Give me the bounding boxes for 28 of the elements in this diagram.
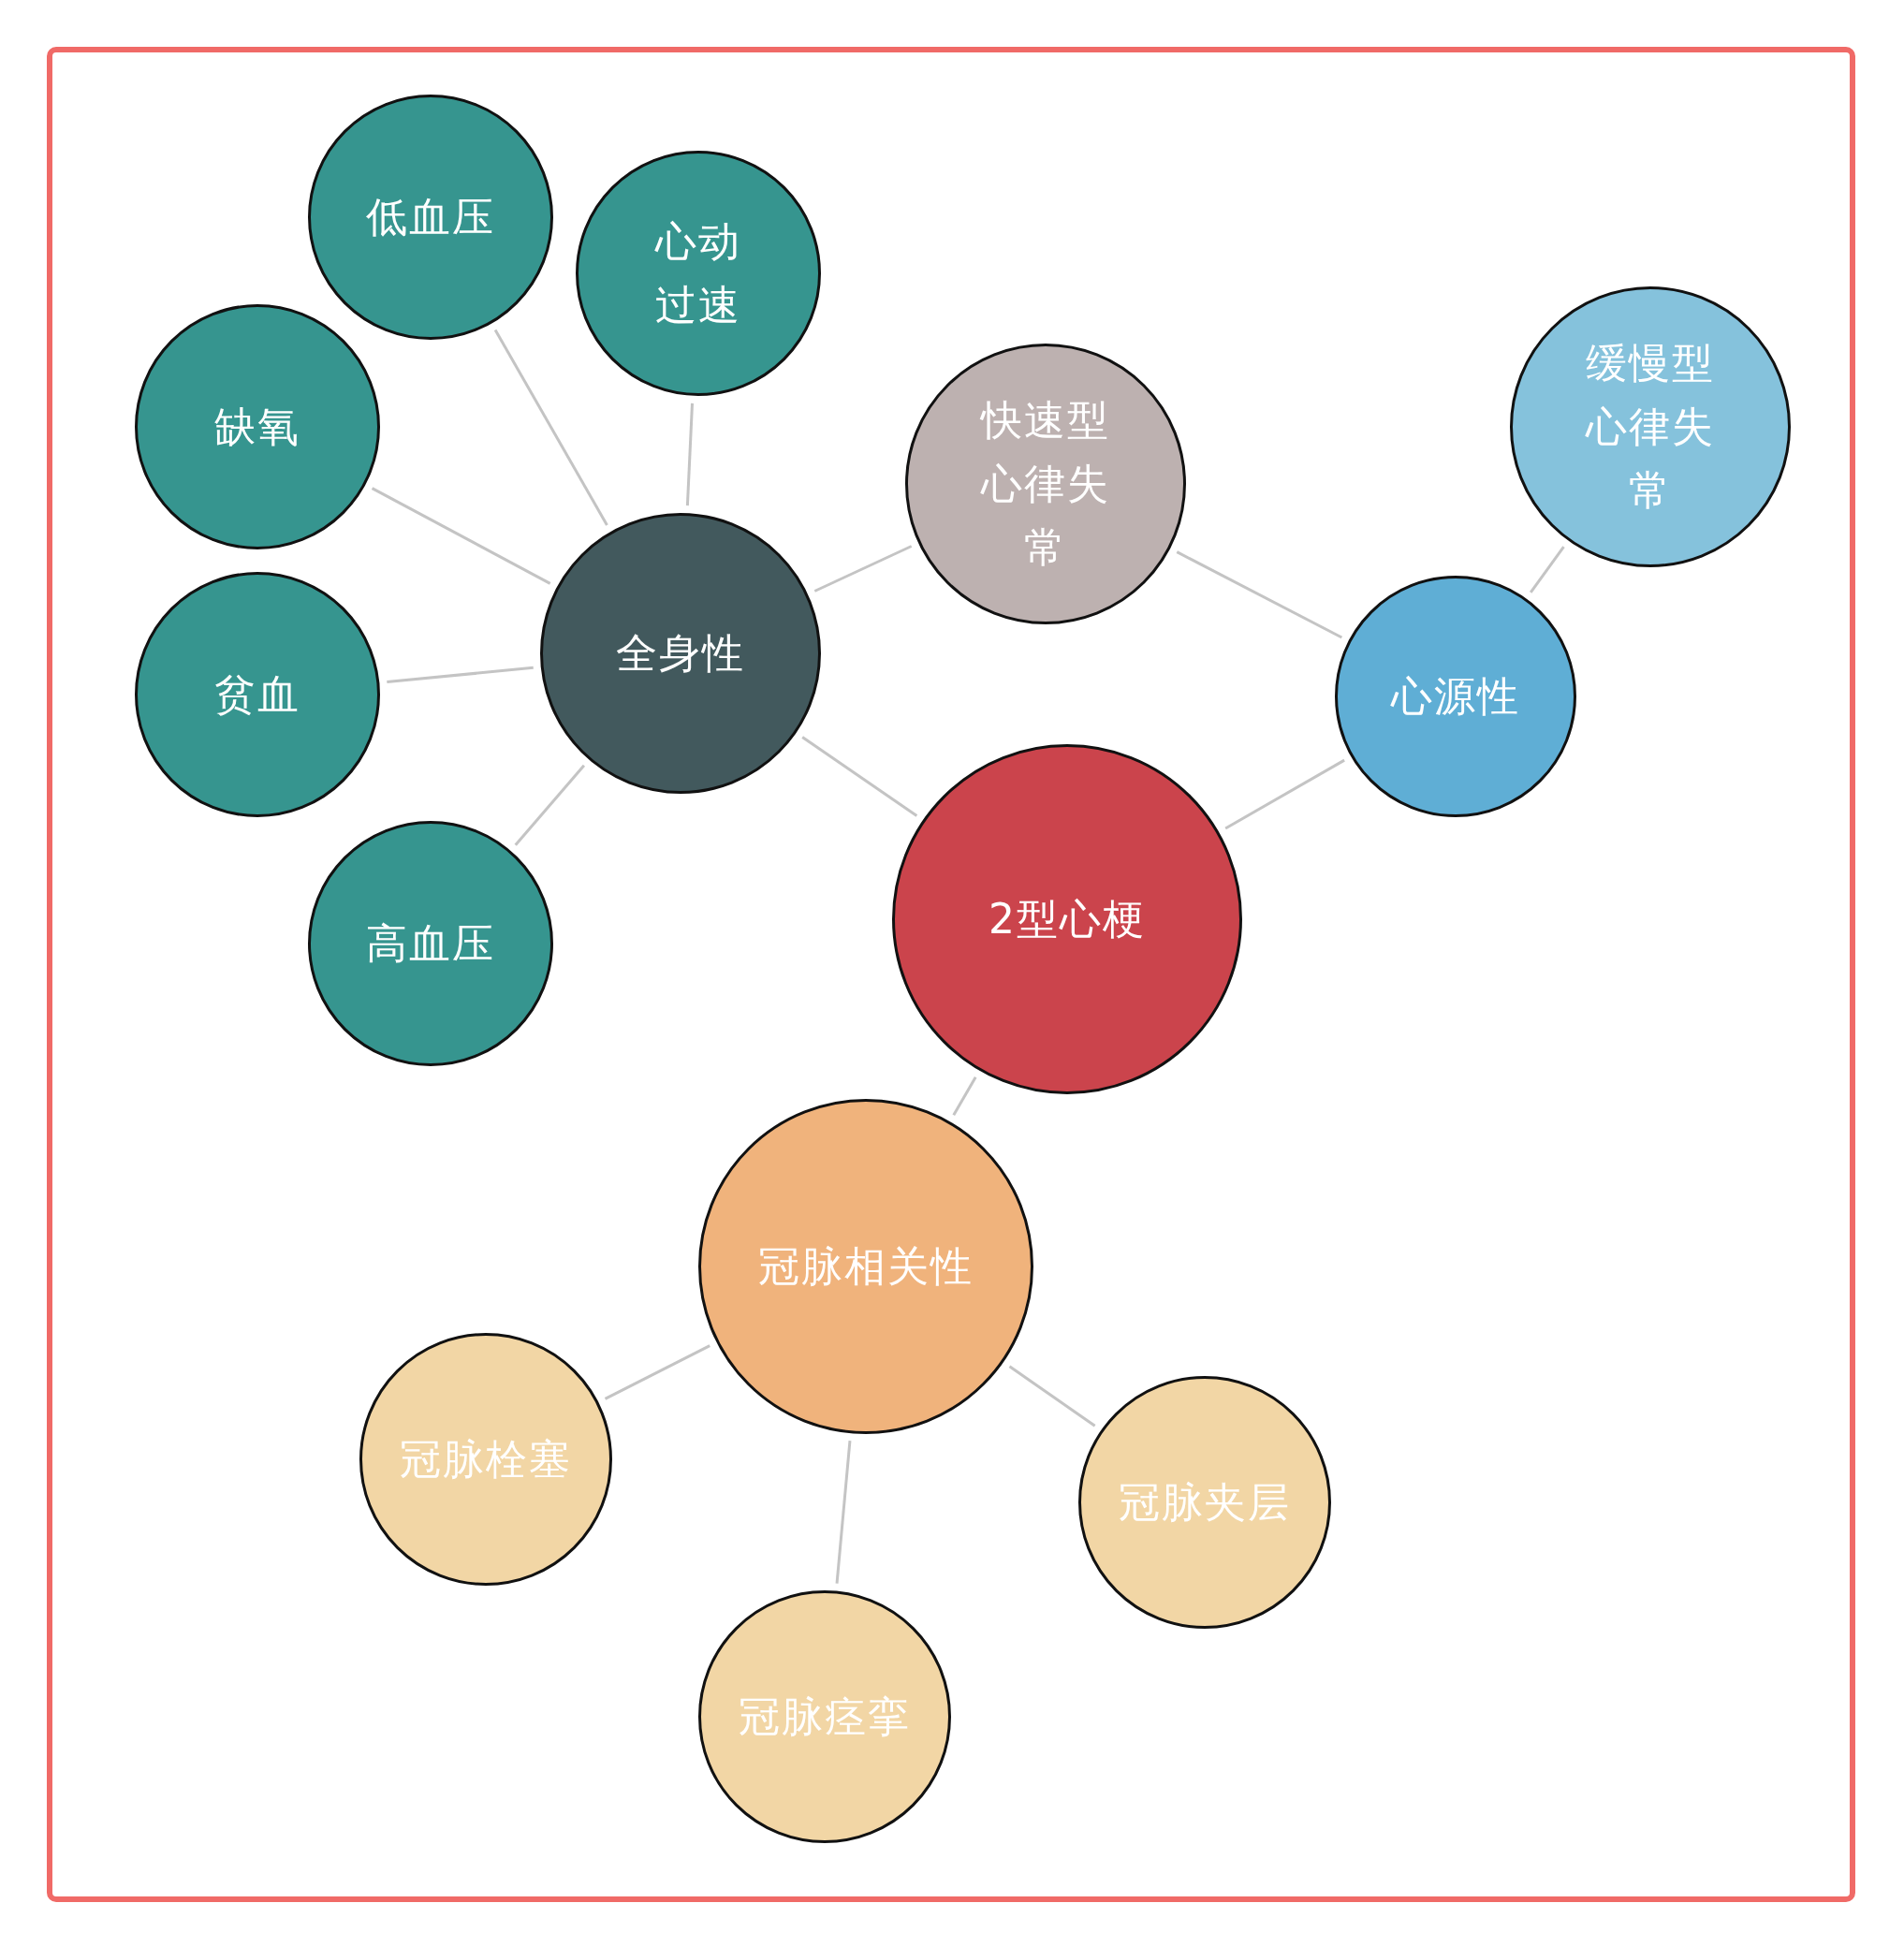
node-label: 缓慢型心律失常 <box>1584 337 1716 517</box>
connector-line <box>604 1344 710 1400</box>
node-label: 冠脉痉挛 <box>739 1691 911 1742</box>
node-label: 高血压 <box>366 917 495 969</box>
connector-line <box>1530 546 1565 593</box>
node-label: 全身性 <box>616 627 745 679</box>
connector-line <box>835 1441 852 1584</box>
node-label: 贫血 <box>214 668 300 720</box>
node-label: 心动过速 <box>654 215 742 330</box>
connector-line <box>387 666 534 684</box>
connector-line <box>371 487 551 585</box>
connector-line <box>1224 758 1345 830</box>
node-label: 2型心梗 <box>989 893 1146 944</box>
node-label: 心源性 <box>1391 670 1520 722</box>
node-label: 冠脉相关性 <box>758 1240 974 1292</box>
connector-line <box>801 736 918 817</box>
node-label: 缺氧 <box>214 401 300 452</box>
connector-line <box>1176 550 1343 639</box>
connector-line <box>514 764 586 846</box>
connector-line <box>813 545 913 593</box>
node-label: 快速型心律失常 <box>979 394 1111 574</box>
node-label: 冠脉夹层 <box>1119 1476 1291 1528</box>
connector-line <box>952 1076 977 1116</box>
connector-line <box>685 403 694 506</box>
connector-line <box>493 329 608 526</box>
node-label: 冠脉栓塞 <box>400 1433 572 1485</box>
connector-line <box>1008 1365 1096 1427</box>
node-label: 低血压 <box>366 191 495 242</box>
